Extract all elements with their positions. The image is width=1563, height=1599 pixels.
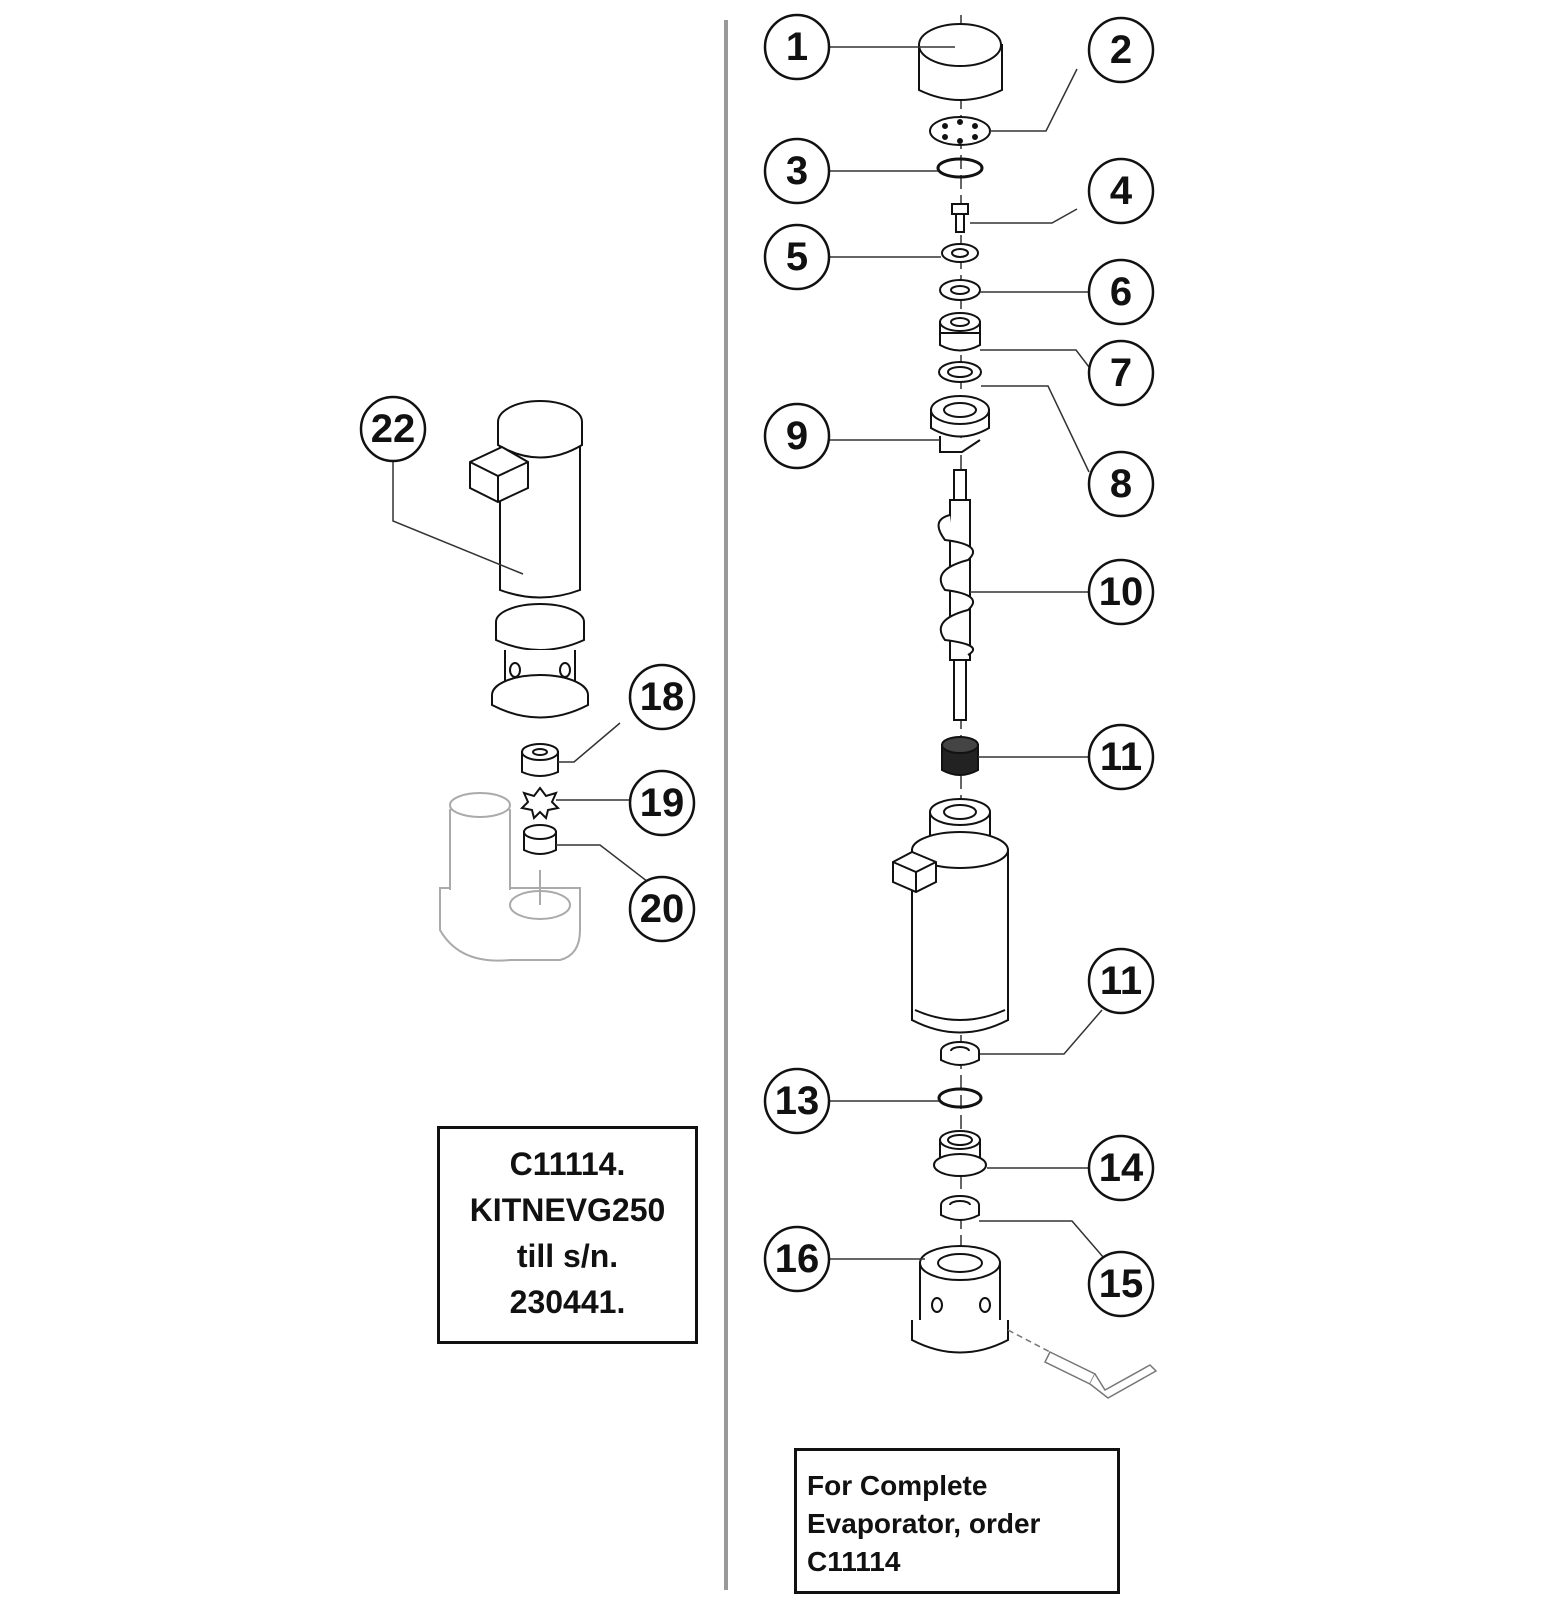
callout-3: 3 (763, 137, 831, 205)
callout-16: 16 (763, 1225, 831, 1293)
leader-lines (392, 46, 1111, 1266)
callout-22: 22 (359, 395, 427, 463)
callout-13: 13 (763, 1067, 831, 1135)
part-22-evaporator (469, 400, 589, 719)
kit-code: C11114. (509, 1146, 626, 1182)
callout-7: 7 (1087, 339, 1155, 407)
order-line-2: Evaporator, order (807, 1508, 1041, 1539)
callout-2: 2 (1087, 16, 1155, 84)
callout-14: 14 (1087, 1134, 1155, 1202)
svg-text:5: 5 (786, 235, 808, 279)
callout-18: 18 (628, 663, 696, 731)
part-4-bolt (951, 203, 969, 233)
svg-text:1: 1 (786, 25, 808, 69)
hex-key-tool (1007, 1329, 1158, 1399)
part-9-housing (930, 395, 990, 453)
part-11-bottom-seal (940, 1041, 980, 1066)
svg-text:4: 4 (1110, 169, 1133, 213)
svg-text:6: 6 (1110, 270, 1132, 314)
order-line-1: For Complete (807, 1470, 988, 1501)
callout-20: 20 (628, 875, 696, 943)
part-14-bushing (933, 1130, 987, 1177)
svg-text:7: 7 (1110, 351, 1132, 395)
motor-gearbox-ghost (439, 792, 581, 962)
svg-text:16: 16 (775, 1237, 820, 1281)
svg-text:18: 18 (640, 675, 685, 719)
part-7-bushing (939, 312, 981, 352)
callout-8: 8 (1087, 450, 1155, 518)
part-19-star-coupler (519, 786, 561, 820)
svg-text:10: 10 (1099, 570, 1144, 614)
evaporator-cylinder (892, 798, 1009, 1034)
svg-text:9: 9 (786, 414, 808, 458)
svg-text:15: 15 (1099, 1262, 1144, 1306)
svg-text:2: 2 (1110, 28, 1132, 72)
kit-serial-number: 230441. (509, 1284, 626, 1320)
callout-4: 4 (1087, 157, 1155, 225)
part-3-ring (936, 157, 984, 179)
callout-11-top: 11 (1087, 723, 1155, 791)
svg-text:3: 3 (786, 149, 808, 193)
svg-text:14: 14 (1099, 1146, 1144, 1190)
kit-info-box: C11114. KITNEVG250 till s/n. 230441. (437, 1126, 698, 1344)
part-1-cap (918, 23, 1003, 101)
callout-9: 9 (763, 402, 831, 470)
part-5-washer (941, 243, 979, 263)
callout-19: 19 (628, 769, 696, 837)
svg-text:8: 8 (1110, 462, 1132, 506)
kit-name: KITNEVG250 (469, 1192, 666, 1228)
svg-text:11: 11 (1100, 959, 1142, 1003)
svg-text:20: 20 (640, 887, 685, 931)
part-16-base (911, 1245, 1009, 1354)
part-18-coupling (521, 743, 559, 777)
part-11-top-seal (941, 736, 979, 776)
part-8-bearing (938, 361, 982, 383)
order-line-3: C11114 (807, 1546, 901, 1577)
callout-6: 6 (1087, 258, 1155, 326)
callout-5: 5 (763, 223, 831, 291)
callout-10: 10 (1087, 558, 1155, 626)
callout-15: 15 (1087, 1250, 1155, 1318)
svg-text:13: 13 (775, 1079, 820, 1123)
svg-text:11: 11 (1100, 735, 1142, 779)
part-20-hub (523, 824, 557, 855)
callout-1: 1 (763, 13, 831, 81)
part-10-auger (937, 469, 974, 721)
part-2-plate (929, 116, 991, 146)
svg-text:22: 22 (371, 407, 416, 451)
svg-text:19: 19 (640, 781, 685, 825)
part-15-bearing (940, 1195, 980, 1221)
part-13-oring (937, 1087, 983, 1109)
part-6-seal (939, 279, 981, 301)
order-note-box: For Complete Evaporator, order C11114 (794, 1448, 1120, 1594)
callout-11-bottom: 11 (1087, 947, 1155, 1015)
kit-serial-label: till s/n. (516, 1238, 619, 1274)
